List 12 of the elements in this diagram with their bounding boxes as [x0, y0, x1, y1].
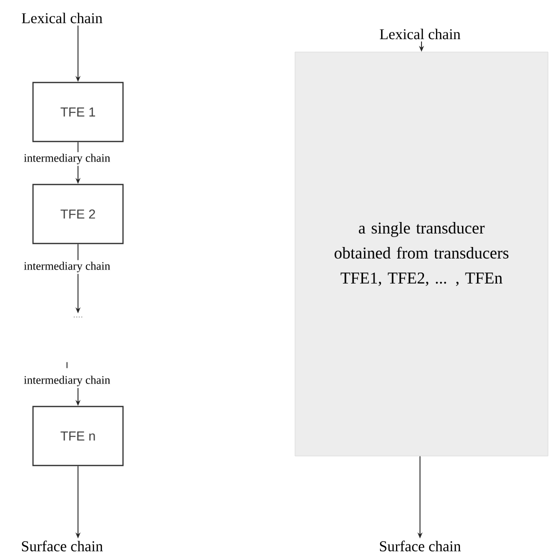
transducer-box: TFE 2 [32, 184, 124, 244]
chain-label: Lexical chain [22, 12, 102, 24]
chain-label: intermediary chain [24, 154, 110, 164]
ellipsis-label: .... [74, 316, 82, 318]
chain-label: Surface chain [380, 540, 461, 552]
chain-label: Lexical chain [380, 28, 460, 40]
chain-label: intermediary chain [24, 376, 110, 386]
chain-label: intermediary chain [24, 262, 110, 272]
chain-label: Surface chain [22, 540, 103, 552]
transducer-box: TFE 1 [32, 82, 124, 142]
transducer-box: TFE n [32, 406, 124, 466]
transducer-panel: a single transducer obtained from transducers TFE1, TFE2, ... , TFEn [294, 52, 548, 456]
